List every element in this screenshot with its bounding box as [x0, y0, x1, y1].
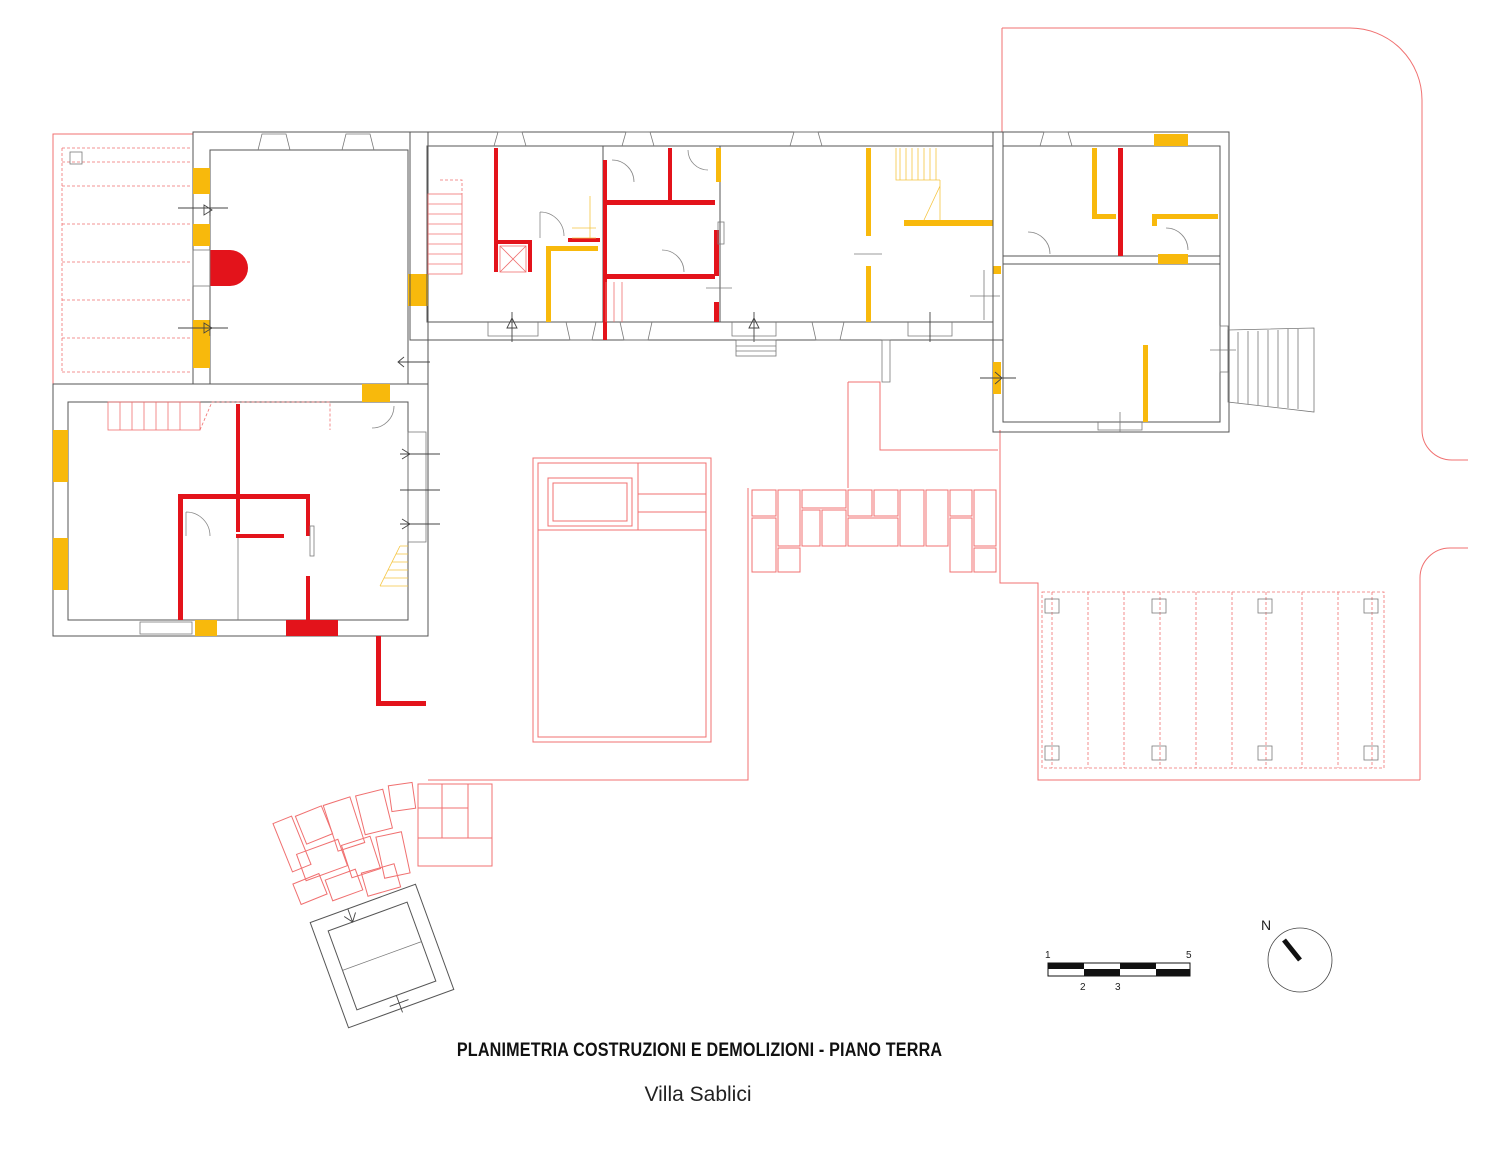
drawing-title: PLANIMETRIA COSTRUZIONI E DEMOLIZIONI - …	[456, 1040, 943, 1061]
left-pergola	[52, 133, 194, 385]
east-pergola	[1041, 591, 1385, 769]
paving-southwest	[272, 781, 493, 906]
paving-center	[751, 489, 997, 573]
scale-label-1: 1	[1045, 950, 1051, 961]
central-block	[409, 131, 1004, 357]
west-block-upper	[178, 131, 429, 385]
scale-label-2: 2	[1080, 982, 1086, 993]
small-outbuilding	[309, 883, 455, 1029]
scale-label-3: 3	[1115, 982, 1121, 993]
drawing-subtitle: Villa Sablici	[644, 1083, 752, 1106]
east-block	[881, 131, 1315, 433]
west-block-lower	[52, 356, 440, 706]
swimming-pool	[532, 457, 712, 743]
north-label: N	[1261, 917, 1271, 933]
north-arrow: N	[1261, 917, 1333, 993]
scale-label-5: 5	[1186, 950, 1192, 961]
site-boundary	[428, 27, 1468, 781]
scale-bar: 1 5 2 3	[1045, 950, 1192, 993]
